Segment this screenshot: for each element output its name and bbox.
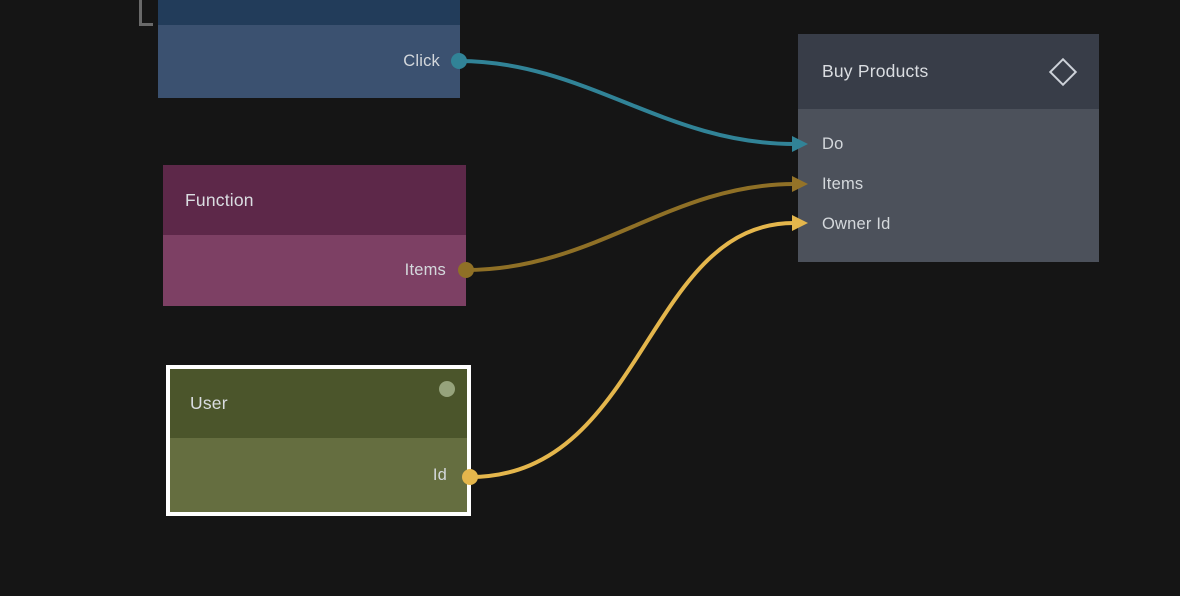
port-label-owner-id-in: Owner Id [822,214,891,233]
node-event[interactable]: Click [158,0,460,98]
node-function-title: Function [185,189,254,210]
node-user[interactable]: User Id [166,365,471,516]
node-function-body: Items [163,235,466,306]
port-dot-click[interactable] [451,53,467,69]
wire-click-to-do[interactable] [457,59,796,146]
node-buy-products-header: Buy Products [798,34,1099,109]
port-label-do-in: Do [822,134,844,153]
node-function-header: Function [163,165,466,235]
node-user-title: User [190,393,228,413]
arrowhead-do-icon [792,136,808,152]
diamond-icon [1048,57,1078,86]
arrowhead-owner-id-icon [792,215,808,231]
node-event-header [158,0,460,25]
port-label-items-out: Items [404,261,446,279]
port-label-id-out: Id [432,465,447,484]
node-buy-products-title: Buy Products [822,61,929,81]
port-dot-id[interactable] [462,469,478,485]
wire-items-to-items[interactable] [464,182,796,272]
arrowhead-items-icon [792,176,808,192]
node-buy-products-body: Do Items Owner Id [798,109,1099,262]
port-label-items-in: Items [822,174,864,193]
node-user-body: Id [170,438,467,512]
frame-corner-bracket [139,0,153,26]
node-user-header: User [170,369,467,438]
wire-id-to-owner-id[interactable] [468,221,796,479]
node-event-body: Click [158,25,460,98]
port-label-click: Click [403,52,440,70]
node-function[interactable]: Function Items [163,165,466,306]
status-dot-icon [439,381,455,397]
port-dot-items[interactable] [458,262,474,278]
node-buy-products[interactable]: Buy Products Do Items Owner Id [798,34,1099,262]
